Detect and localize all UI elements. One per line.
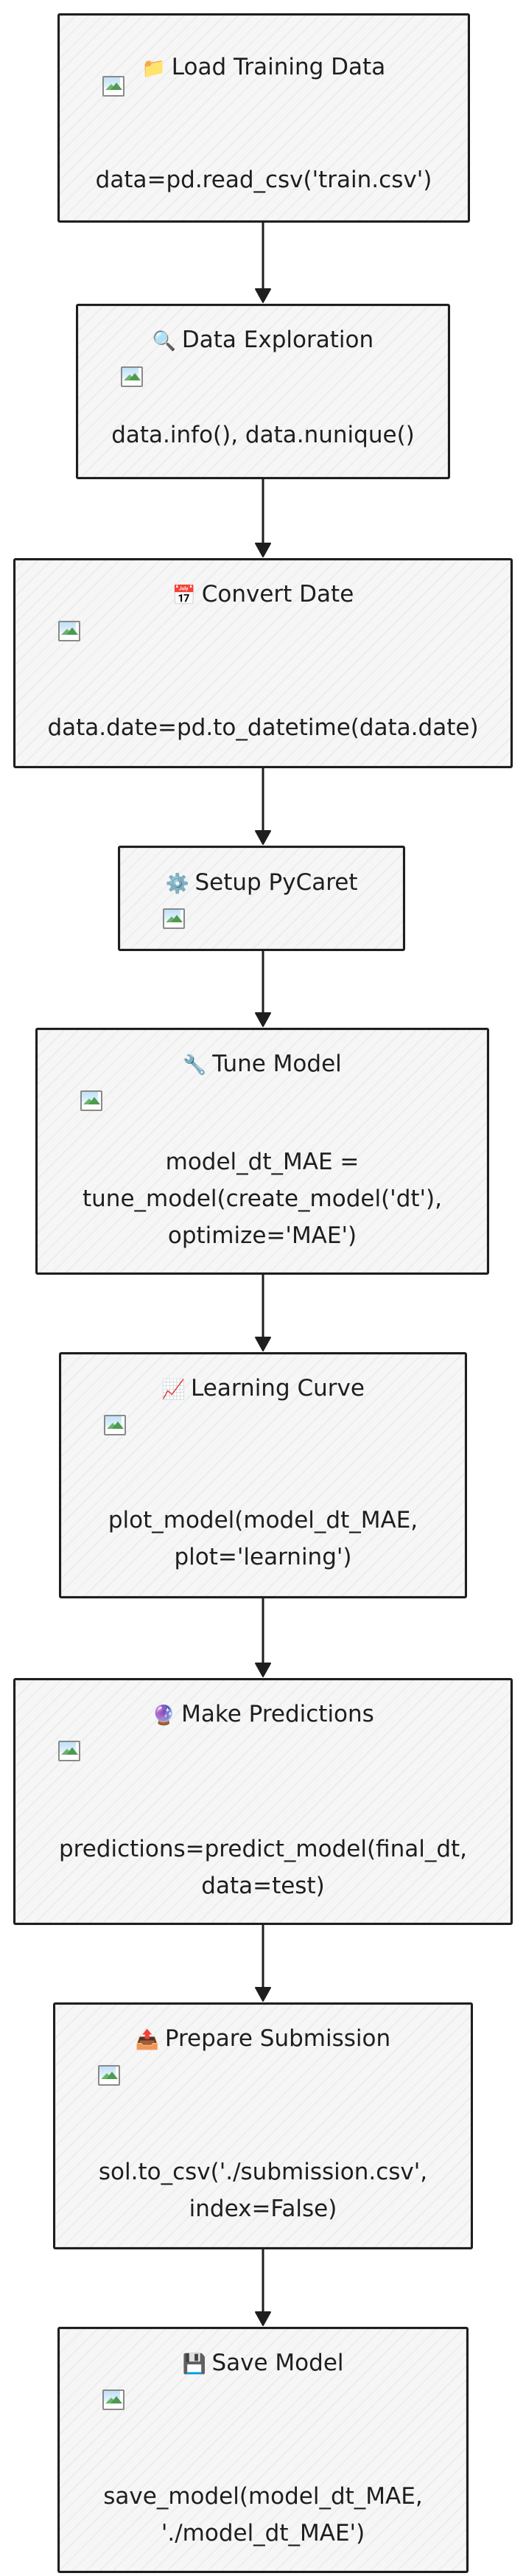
broken-image-icon	[57, 1739, 82, 1764]
broken-image-icon	[79, 1089, 104, 1114]
edge-arrow	[255, 767, 271, 845]
chart-increasing-icon: 📈	[161, 1379, 186, 1401]
node-title: 🔧Tune Model	[38, 1049, 487, 1080]
node-tune-model[interactable]: 🔧Tune Model model_dt_MAE = tune_model(cr…	[35, 1028, 489, 1275]
outbox-tray-icon: 📤	[135, 2029, 160, 2051]
broken-image-icon	[57, 619, 82, 644]
node-code: data.info(), data.nunique()	[111, 422, 415, 448]
node-title: 🔍Data Exploration	[78, 325, 448, 356]
node-code: data=pd.read_csv('train.csv')	[95, 167, 432, 193]
calendar-icon: 📅	[172, 585, 197, 607]
node-make-predictions[interactable]: 🔮Make Predictions predictions=predict_mo…	[13, 1678, 513, 1925]
crystal-ball-icon: 🔮	[152, 1705, 176, 1727]
node-title: 📈Learning Curve	[61, 1374, 465, 1404]
folder-icon: 📁	[141, 58, 166, 80]
node-code: plot_model(model_dt_MAE, plot='learning'…	[108, 1507, 418, 1570]
node-load-training-data[interactable]: 📁Load Training Data data=pd.read_csv('tr…	[57, 13, 470, 223]
node-title: 📅Convert Date	[15, 579, 511, 610]
broken-image-icon	[101, 74, 126, 100]
gear-icon: ⚙️	[165, 873, 189, 895]
node-save-model[interactable]: 💾Save Model save_model(model_dt_MAE, './…	[57, 2327, 469, 2573]
node-title: ⚙️Setup PyCaret	[120, 868, 403, 899]
wrench-icon: 🔧	[183, 1054, 207, 1076]
broken-image-icon	[161, 907, 186, 932]
edge-arrow	[255, 2248, 271, 2326]
node-setup-pycaret[interactable]: ⚙️Setup PyCaret	[118, 846, 405, 951]
broken-image-icon	[97, 2064, 122, 2089]
edge-arrow	[255, 221, 271, 303]
node-code: save_model(model_dt_MAE, './model_dt_MAE…	[103, 2483, 423, 2547]
edge-arrow	[255, 950, 271, 1027]
node-code: sol.to_csv('./submission.csv', index=Fal…	[98, 2159, 428, 2222]
magnifier-icon: 🔍	[152, 330, 177, 352]
node-code: predictions=predict_model(final_dt, data…	[58, 1836, 468, 1899]
node-convert-date[interactable]: 📅Convert Date data.date=pd.to_datetime(d…	[13, 558, 513, 768]
node-code: model_dt_MAE = tune_model(create_model('…	[83, 1149, 442, 1249]
node-title: 💾Save Model	[60, 2348, 466, 2379]
node-title: 📤Prepare Submission	[55, 2024, 471, 2055]
node-code: data.date=pd.to_datetime(data.date)	[47, 714, 479, 741]
node-data-exploration[interactable]: 🔍Data Exploration data.info(), data.nuni…	[76, 304, 450, 479]
node-title: 📁Load Training Data	[60, 52, 468, 83]
broken-image-icon	[102, 1413, 127, 1438]
broken-image-icon	[101, 2388, 126, 2413]
broken-image-icon	[119, 365, 144, 390]
edge-arrow	[255, 1597, 271, 1677]
node-prepare-submission[interactable]: 📤Prepare Submission sol.to_csv('./submis…	[53, 2002, 473, 2249]
node-title: 🔮Make Predictions	[15, 1699, 511, 1730]
edge-arrow	[255, 478, 271, 557]
edge-arrow	[255, 1273, 271, 1351]
floppy-disk-icon: 💾	[182, 2353, 206, 2375]
edge-arrow	[255, 1924, 271, 2002]
node-learning-curve[interactable]: 📈Learning Curve plot_model(model_dt_MAE,…	[59, 1352, 467, 1598]
